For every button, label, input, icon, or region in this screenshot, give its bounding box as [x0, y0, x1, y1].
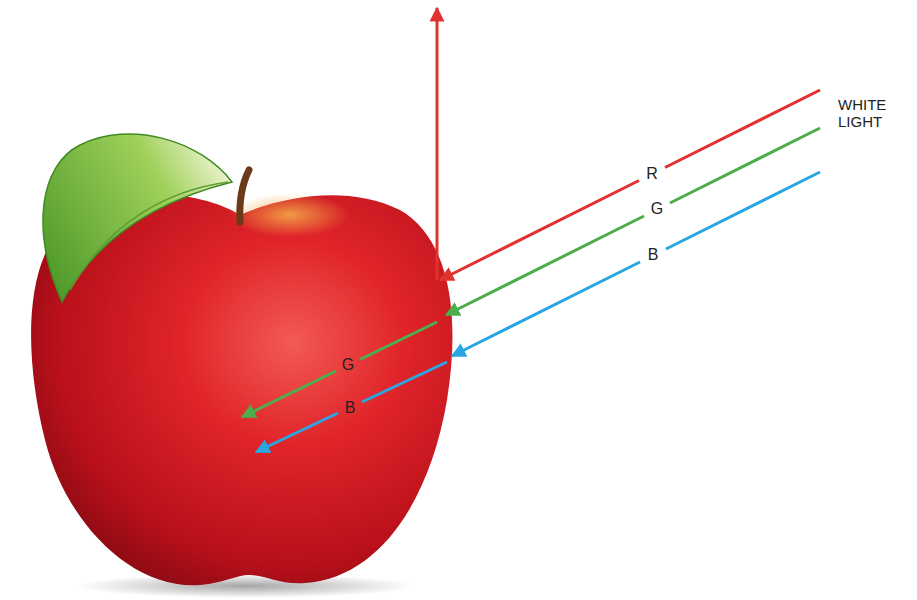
absorbed-green-ray [242, 371, 336, 417]
blue-ray [452, 262, 640, 356]
apple-leaf [43, 134, 232, 302]
apple-glow [230, 193, 350, 237]
red-ray [440, 181, 639, 281]
red-ray [665, 90, 820, 168]
light-label: WHITE LIGHT [838, 96, 910, 131]
color-letter: B [345, 399, 356, 417]
blue-ray [666, 172, 820, 249]
green-ray [670, 128, 820, 203]
leaf-vein [70, 182, 228, 290]
apple-stem [240, 170, 249, 222]
color-letter: G [651, 200, 663, 218]
green-ray [446, 216, 644, 315]
color-letter: R [646, 165, 658, 183]
absorbed-blue-ray [362, 362, 447, 402]
apple-shadow [75, 574, 415, 598]
absorbed-blue-ray [256, 413, 338, 452]
color-letter: G [342, 356, 354, 374]
reflected-red-ray [436, 8, 439, 280]
color-letter: B [648, 246, 659, 264]
absorbed-green-ray [360, 322, 437, 360]
